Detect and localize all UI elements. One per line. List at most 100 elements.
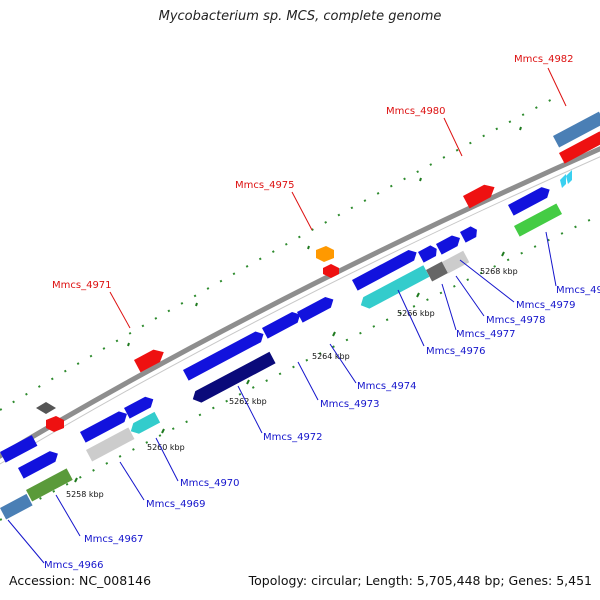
gene-block[interactable] <box>18 448 61 479</box>
major-tick <box>127 342 130 347</box>
major-tick <box>195 302 198 307</box>
gene-label[interactable]: Mmcs_4978 <box>486 315 546 326</box>
leader-line <box>329 343 357 384</box>
gene-label[interactable]: Mmcs_4981 <box>556 285 600 296</box>
gene-label[interactable]: Mmcs_4975 <box>235 180 295 191</box>
gene-label[interactable]: Mmcs_4977 <box>456 329 516 340</box>
scale-label: 5260 kbp <box>147 443 185 452</box>
leader-line <box>441 283 457 331</box>
leader-line <box>545 231 557 287</box>
major-tick <box>246 379 250 385</box>
inner-tick-row <box>0 214 600 521</box>
gene-label[interactable]: Mmcs_4971 <box>52 280 112 291</box>
map-title: Mycobacterium sp. MCS, complete genome <box>158 9 442 24</box>
major-tick <box>332 331 336 337</box>
gene-block[interactable] <box>262 309 303 339</box>
blue-leaders <box>7 231 557 564</box>
gene-block[interactable] <box>0 435 38 463</box>
outer-tick-row <box>0 94 561 411</box>
small-chevron-features[interactable] <box>560 170 572 188</box>
scale-label: 5266 kbp <box>397 309 435 318</box>
red-leaders <box>109 67 567 329</box>
gene-label[interactable]: Mmcs_4970 <box>180 478 240 489</box>
gene-block[interactable] <box>134 346 167 373</box>
gene-block[interactable] <box>358 265 430 311</box>
major-tick <box>419 177 422 182</box>
gene-block[interactable] <box>26 468 73 502</box>
gene-label[interactable]: Mmcs_4969 <box>146 499 206 510</box>
gene-block[interactable] <box>190 351 276 406</box>
leader-line <box>55 494 81 537</box>
gene-label[interactable]: Mmcs_4967 <box>84 534 144 545</box>
gene-label[interactable]: Mmcs_4966 <box>44 560 104 571</box>
major-tick <box>74 477 78 483</box>
gene-block[interactable] <box>36 402 56 414</box>
leader-line <box>459 259 515 303</box>
gene-block[interactable] <box>418 244 440 263</box>
major-ticks <box>74 126 522 483</box>
gene-block[interactable] <box>323 264 339 278</box>
gene-block[interactable] <box>442 250 470 274</box>
gene-label[interactable]: Mmcs_4973 <box>320 399 380 410</box>
major-tick <box>416 292 420 298</box>
gene-block[interactable] <box>460 224 480 243</box>
leader-line <box>297 361 319 401</box>
gene-block[interactable] <box>0 493 33 520</box>
gene-chevron[interactable] <box>566 170 572 184</box>
gene-label[interactable]: Mmcs_4979 <box>516 300 576 311</box>
leader-line <box>155 437 179 482</box>
gene-label[interactable]: Mmcs_4972 <box>263 432 323 443</box>
plus-strand-features <box>0 111 600 479</box>
gene-block[interactable] <box>514 203 563 237</box>
gene-label[interactable]: Mmcs_4974 <box>357 381 417 392</box>
major-tick <box>161 428 165 434</box>
leader-line <box>237 385 263 434</box>
gene-block[interactable] <box>559 131 600 164</box>
topology-text: Topology: circular; Length: 5,705,448 bp… <box>248 573 592 588</box>
leader-line <box>291 191 313 231</box>
leader-line <box>7 519 45 564</box>
accession-text: Accession: NC_008146 <box>9 573 152 588</box>
leader-line <box>119 461 145 501</box>
scale-label: 5258 kbp <box>66 490 104 499</box>
scale-label: 5264 kbp <box>312 352 350 361</box>
leader-lines <box>7 67 567 564</box>
gene-block[interactable] <box>553 111 600 148</box>
major-tick <box>519 126 522 131</box>
gene-block[interactable] <box>436 233 463 255</box>
gene-block[interactable] <box>46 416 64 432</box>
gene-chevron[interactable] <box>560 174 566 188</box>
backbone <box>0 146 600 465</box>
gene-block[interactable] <box>124 394 156 419</box>
gene-label[interactable]: Mmcs_4982 <box>514 54 574 65</box>
gene-block[interactable] <box>86 427 135 462</box>
backbone-line <box>0 146 600 459</box>
gene-label[interactable]: Mmcs_4980 <box>386 106 446 117</box>
gene-labels: Mmcs_4966 Mmcs_4967 Mmcs_4969 Mmcs_4970 … <box>44 54 600 571</box>
scale-label: 5268 kbp <box>480 267 518 276</box>
leader-line <box>397 289 425 347</box>
major-tick <box>307 245 310 250</box>
leader-line <box>455 275 485 317</box>
gene-block[interactable] <box>426 261 448 282</box>
leader-line <box>109 291 131 329</box>
leader-line <box>547 67 567 107</box>
gene-block[interactable] <box>463 181 498 209</box>
outer-features <box>36 181 498 432</box>
major-tick <box>501 251 505 257</box>
scale-labels: 5258 kbp 5260 kbp 5262 kbp 5264 kbp 5266… <box>66 267 518 499</box>
gene-block[interactable] <box>316 246 334 262</box>
gene-block[interactable] <box>297 294 336 323</box>
minus-strand-features <box>0 203 563 520</box>
scale-label: 5262 kbp <box>229 397 267 406</box>
leader-line <box>443 117 463 157</box>
gene-block[interactable] <box>128 411 161 437</box>
gene-block[interactable] <box>80 409 130 443</box>
gene-label[interactable]: Mmcs_4976 <box>426 346 486 357</box>
gene-block[interactable] <box>352 247 419 291</box>
gene-block[interactable] <box>183 329 266 381</box>
gene-block[interactable] <box>508 184 552 216</box>
tick-rows <box>0 94 600 521</box>
